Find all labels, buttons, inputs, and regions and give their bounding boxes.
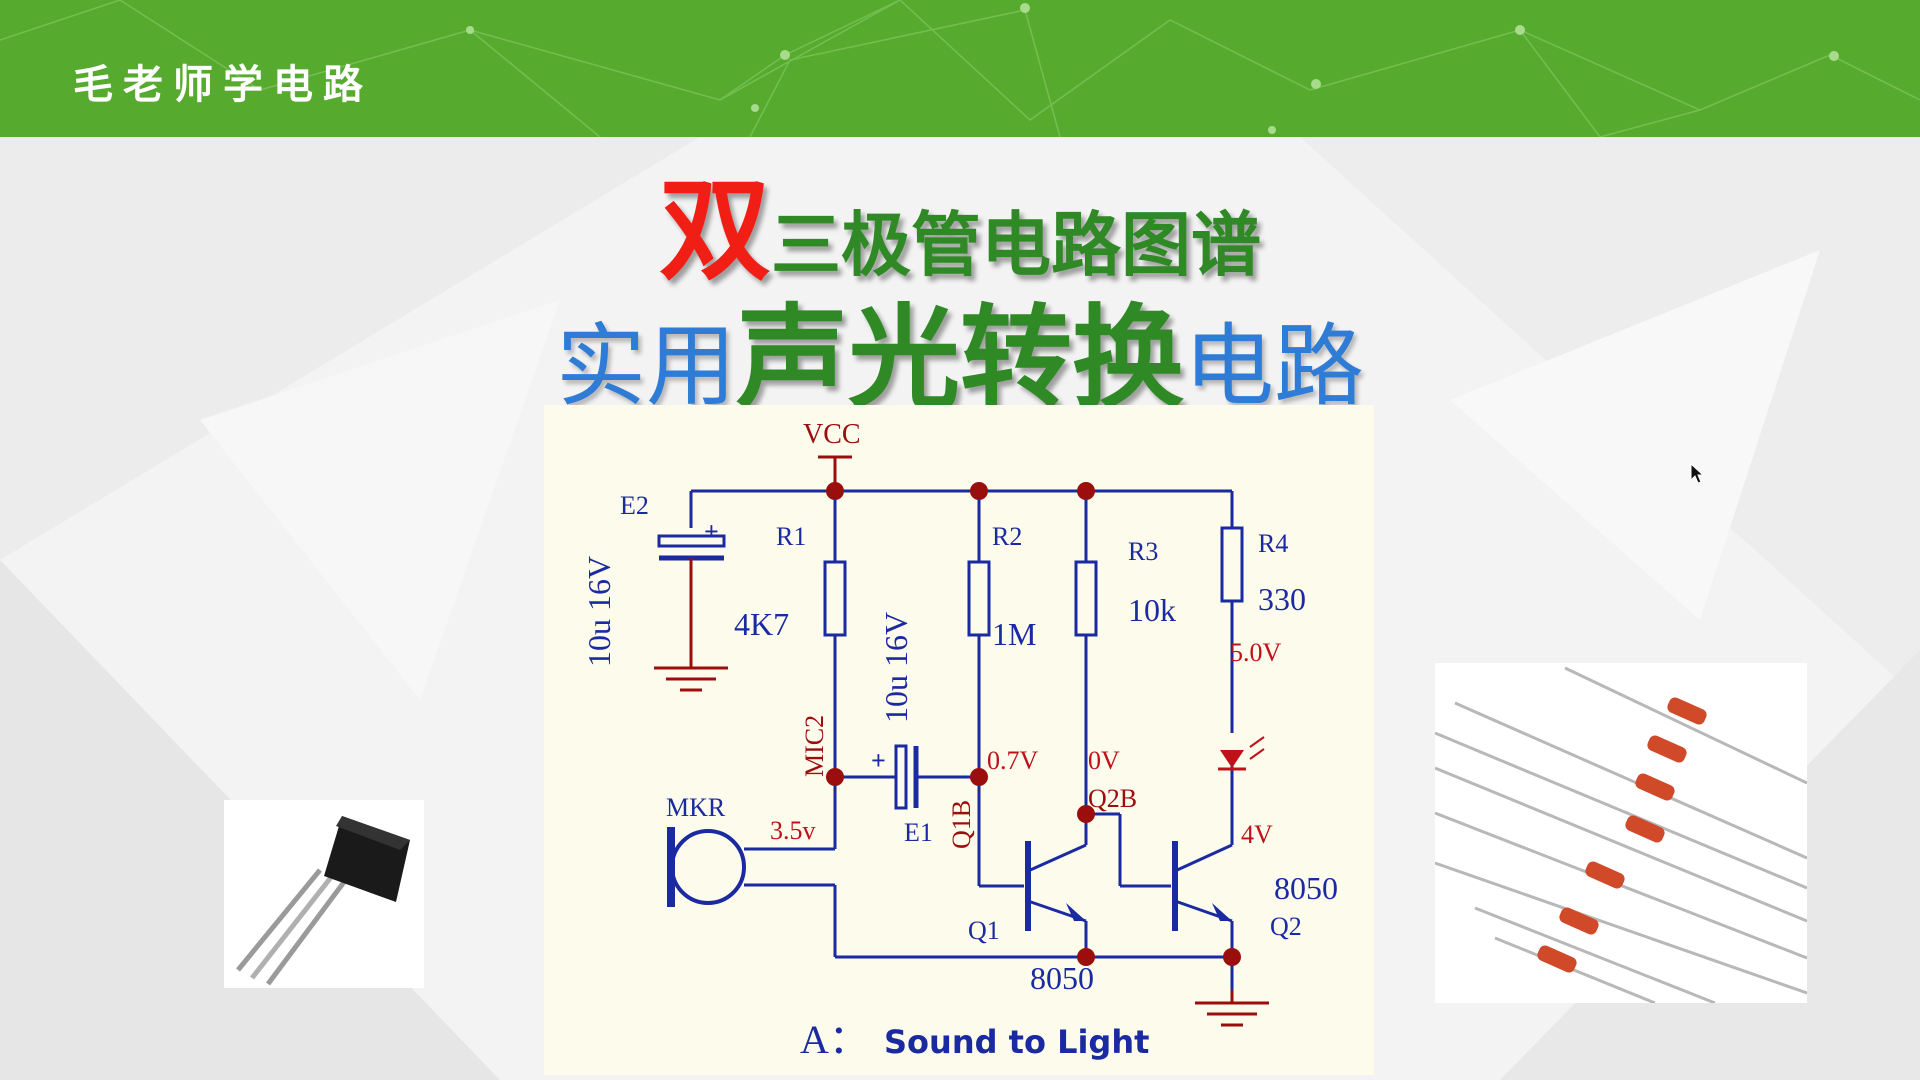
label-r2: R2: [992, 522, 1022, 551]
label-q2c-voltage: 4V: [1241, 820, 1273, 849]
resistor-r3: [1074, 560, 1098, 637]
microphone-mkr: [667, 827, 746, 907]
label-vcc: VCC: [803, 419, 861, 450]
resistors: [823, 526, 1244, 637]
schematic-background: [544, 405, 1374, 1075]
label-r2-value: 1M: [992, 616, 1036, 652]
page-title: 双三极管电路图谱: [0, 140, 1920, 302]
label-mic2: MIC2: [800, 715, 829, 777]
label-q1b: Q1B: [947, 800, 976, 849]
label-q2b-voltage: 0V: [1088, 746, 1120, 775]
sound-to-light-schematic: VCC E2 + 10u 16V R1 4K7 R2 1M R3 10k R4 …: [544, 405, 1374, 1075]
transistor-image: [236, 816, 410, 986]
brand-name: 毛老师学电路: [73, 61, 373, 108]
resistor-r1: [823, 560, 847, 637]
subtitle-post: 电路: [1184, 314, 1364, 419]
resistor-r4: [1220, 526, 1244, 603]
subtitle-highlight: 声光转换: [736, 294, 1184, 424]
label-q2: Q2: [1270, 912, 1302, 941]
junction-nodes: [826, 482, 1241, 966]
diodes-image: [1434, 666, 1808, 1005]
label-q2-model: 8050: [1274, 870, 1338, 906]
label-e1: E1: [904, 818, 933, 847]
label-r3: R3: [1128, 537, 1158, 566]
label-q1b-voltage: 0.7V: [987, 746, 1039, 775]
label-r1: R1: [776, 522, 806, 551]
label-r1-value: 4K7: [734, 606, 789, 642]
resistor-r2: [967, 560, 991, 637]
caption-prefix: A：: [800, 1017, 869, 1062]
led: [1218, 736, 1265, 771]
label-e2-plus: +: [704, 517, 719, 546]
schematic-labels: VCC E2 + 10u 16V R1 4K7 R2 1M R3 10k R4 …: [581, 419, 1338, 1062]
capacitor-e1: [894, 744, 919, 810]
label-e2: E2: [620, 491, 649, 520]
label-q2b: Q2B: [1088, 784, 1137, 813]
label-e1-value: 10u 16V: [878, 612, 914, 723]
label-r3-value: 10k: [1128, 592, 1176, 628]
label-e1-plus: +: [871, 746, 886, 775]
subtitle-pre: 实用: [556, 314, 736, 419]
title-highlight: 双: [659, 166, 771, 296]
label-r4-value: 330: [1258, 581, 1306, 617]
title-rest: 三极管电路图谱: [771, 204, 1261, 286]
capacitor-e2: [657, 534, 726, 668]
ground-symbols: [654, 666, 1269, 1027]
label-mic-voltage: 3.5v: [770, 816, 816, 845]
transistor-photo: [224, 800, 424, 988]
label-e2-value: 10u 16V: [581, 556, 617, 667]
label-q1-model: 8050: [1030, 960, 1094, 996]
header-banner: 毛老师学电路: [0, 0, 1920, 137]
caption: Sound to Light: [884, 1023, 1149, 1061]
label-mkr: MKR: [666, 793, 726, 822]
label-led-voltage: 5.0V: [1230, 638, 1282, 667]
mouse-cursor: [1690, 463, 1705, 484]
banner-network-pattern: [0, 0, 1920, 137]
diodes-photo: [1434, 663, 1808, 1005]
page-subtitle: 实用声光转换电路: [0, 268, 1920, 430]
q1-emitter-arrow: [1066, 903, 1086, 921]
q2-emitter-arrow: [1212, 903, 1232, 921]
label-q1: Q1: [968, 916, 1000, 945]
label-r4: R4: [1258, 529, 1288, 558]
